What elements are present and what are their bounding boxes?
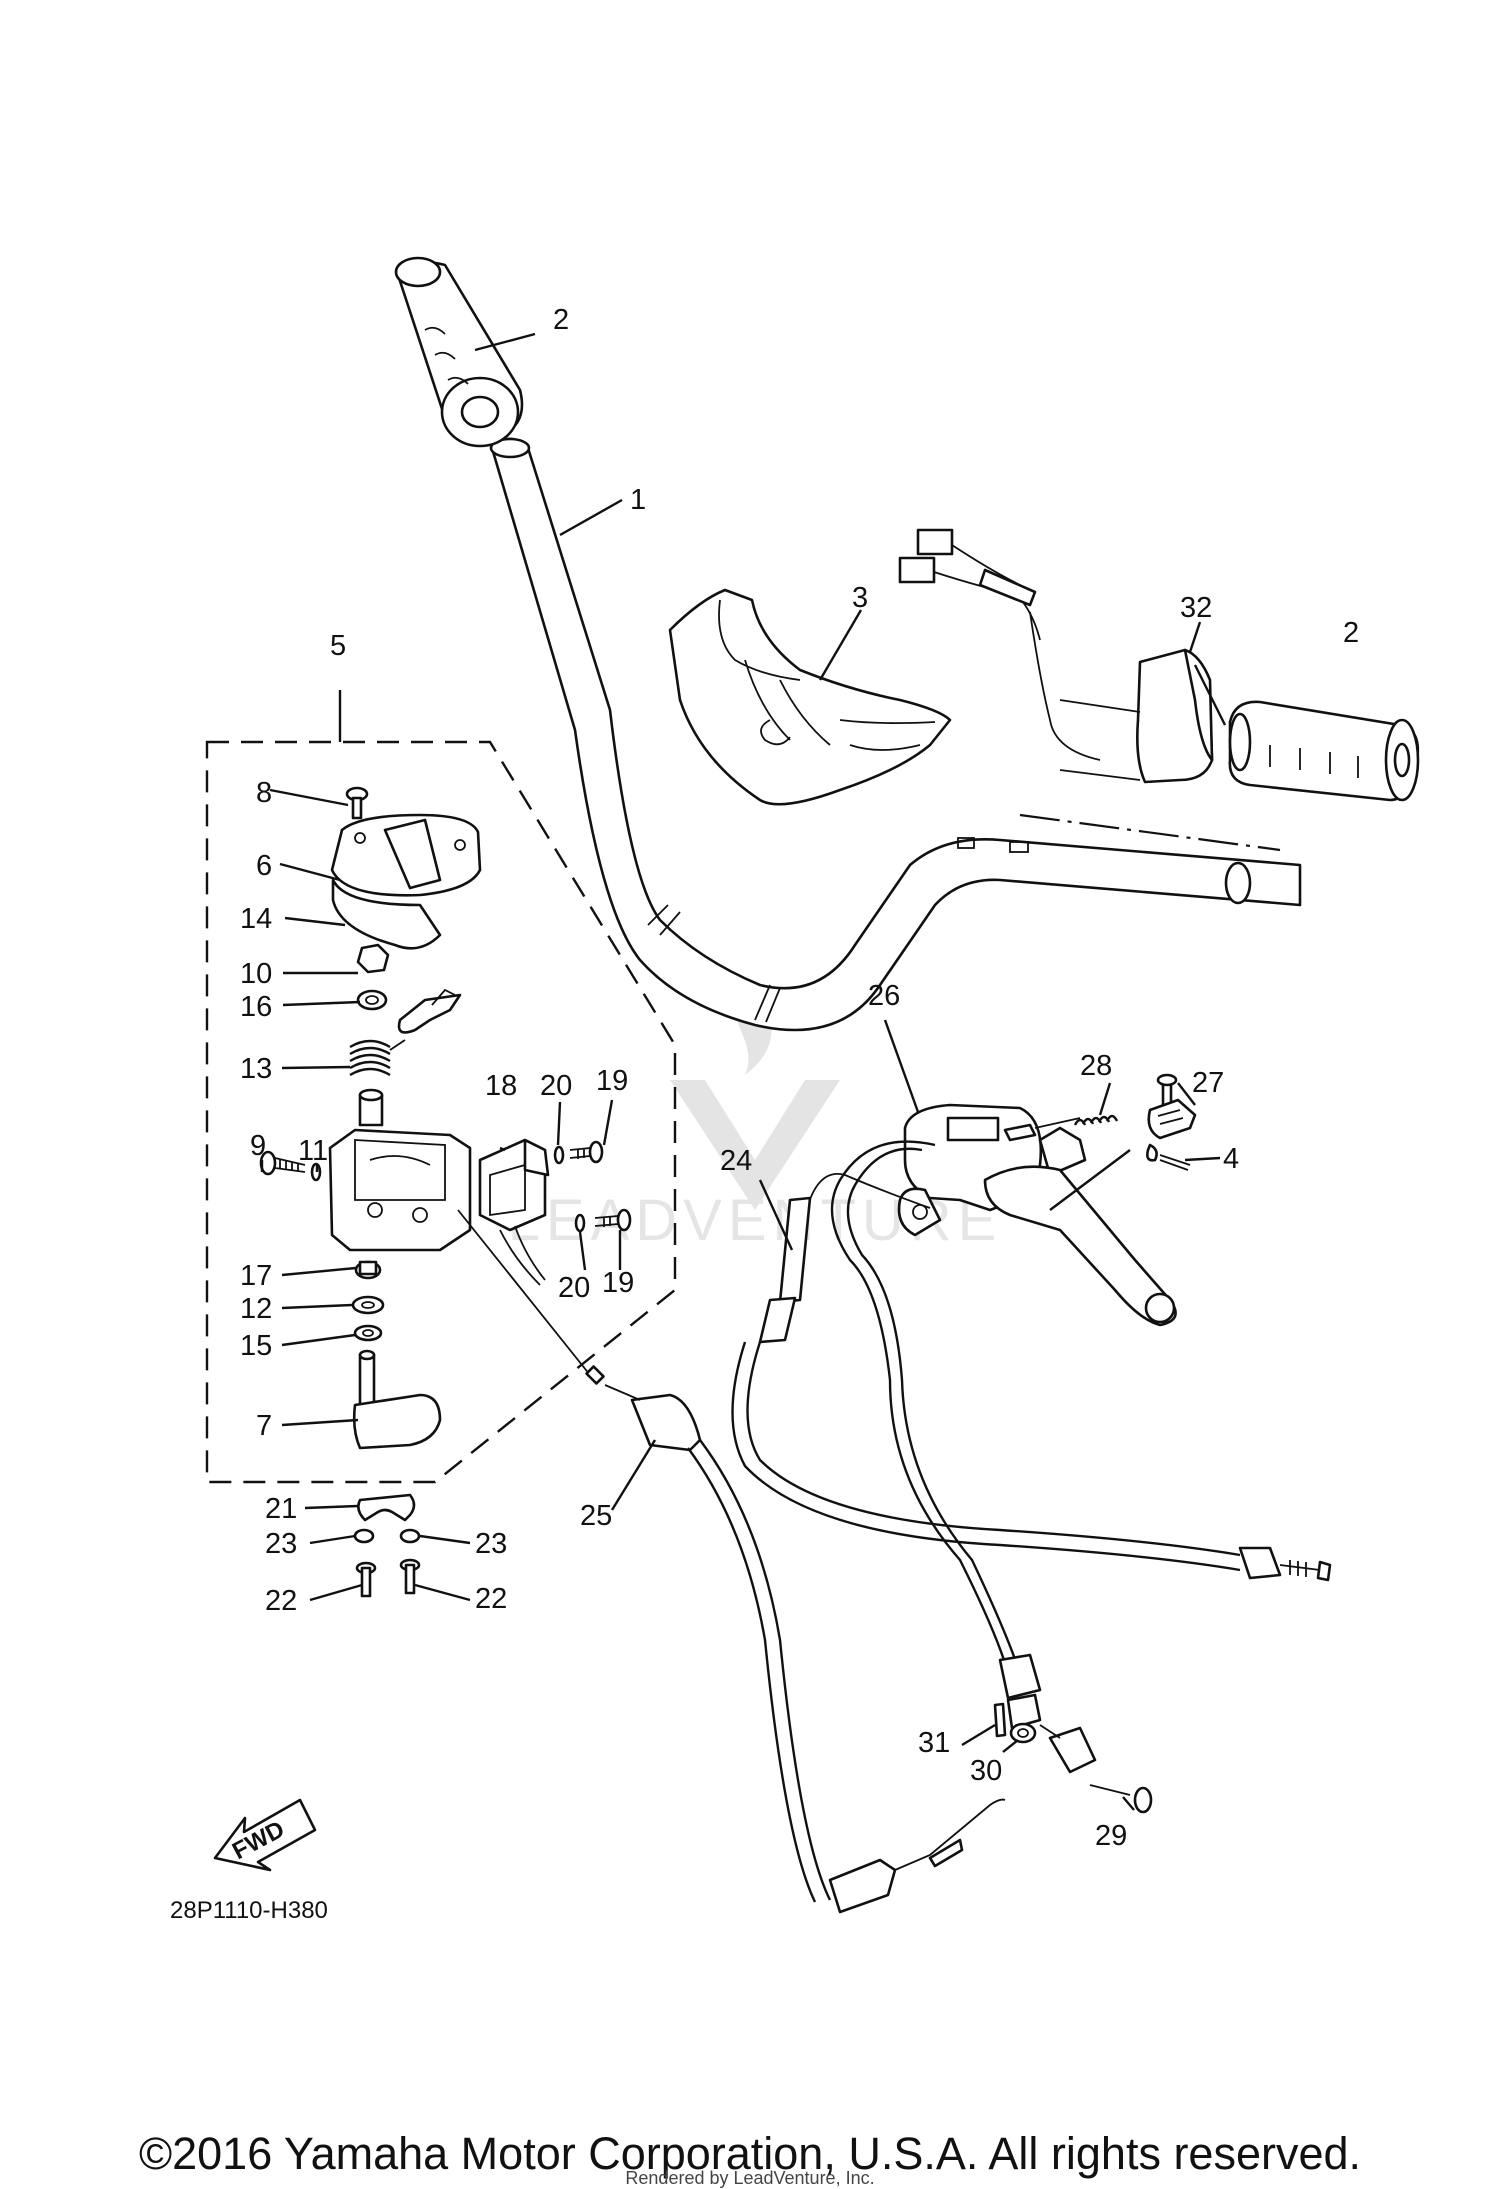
upper-case	[330, 813, 482, 950]
fwd-arrow: FWD	[213, 1798, 317, 1872]
spring-13	[349, 1039, 406, 1077]
handlebar-cover	[668, 588, 952, 806]
screw-19-upper	[569, 1140, 604, 1164]
washer-16	[356, 989, 388, 1011]
throttle-housing	[1029, 611, 1214, 784]
callout-29: 29	[1095, 1820, 1127, 1852]
grip-right	[1228, 700, 1420, 802]
callout-22-left: 22	[265, 1585, 297, 1617]
cable-24	[731, 1173, 1332, 1582]
bushing-17	[354, 1260, 382, 1280]
washer-23-right	[399, 1528, 421, 1544]
callout-12: 12	[240, 1293, 272, 1325]
callout-24: 24	[720, 1145, 752, 1177]
callout-8: 8	[256, 777, 272, 809]
brake-lever	[983, 1165, 1177, 1327]
spring-28	[1073, 1114, 1119, 1126]
callout-11: 11	[298, 1135, 328, 1167]
handlebar	[489, 437, 1302, 1032]
callout-28: 28	[1080, 1050, 1112, 1082]
callout-20-lower: 20	[558, 1272, 590, 1304]
nut-10	[356, 943, 390, 974]
callout-14: 14	[240, 903, 272, 935]
grip-left	[394, 256, 524, 448]
cable-25	[457, 1209, 1006, 1914]
lever-7	[352, 1349, 442, 1450]
washer-15	[353, 1324, 383, 1342]
washer-20-upper	[553, 1145, 565, 1165]
copyright-notice: ©2016 Yamaha Motor Corporation, U.S.A. A…	[138, 2128, 1362, 2179]
callout-22-right: 22	[475, 1583, 507, 1615]
callout-7: 7	[256, 1410, 272, 1442]
leader-lines	[260, 332, 1227, 1811]
switch-assembly-boundary	[205, 740, 677, 1484]
collar	[358, 1088, 384, 1127]
adjuster-27	[1147, 1098, 1197, 1140]
callout-6: 6	[256, 850, 272, 882]
callout-2-right: 2	[1343, 617, 1359, 649]
lower-case	[328, 1128, 472, 1252]
callout-27: 27	[1192, 1067, 1224, 1099]
washer-23-left	[353, 1528, 375, 1544]
callout-26: 26	[868, 980, 900, 1012]
callout-10: 10	[240, 958, 272, 990]
callout-20-upper: 20	[540, 1070, 572, 1102]
washer-12	[351, 1295, 385, 1315]
washer-20-lower	[574, 1213, 586, 1233]
callout-2-left: 2	[553, 304, 569, 336]
bolt-29	[1089, 1784, 1153, 1814]
pin-31	[993, 1702, 1007, 1738]
diagram-code: 28P1110-H380	[170, 1897, 328, 1924]
screw-8	[345, 786, 369, 820]
callout-19-lower: 19	[602, 1267, 634, 1299]
callout-numbers: 2 1 3 32 2 5 8 6 14 10 16 13 9 11 18 20 …	[240, 304, 1359, 1852]
switch-connectors	[898, 528, 1041, 641]
callout-25: 25	[580, 1500, 612, 1532]
holder-21	[357, 1493, 416, 1522]
callout-32: 32	[1180, 592, 1212, 624]
washer-30	[1009, 1722, 1037, 1744]
callout-9: 9	[250, 1130, 266, 1162]
callout-16: 16	[240, 991, 272, 1023]
callout-3: 3	[852, 582, 868, 614]
callout-30: 30	[970, 1755, 1002, 1787]
callout-18: 18	[485, 1070, 517, 1102]
callout-15: 15	[240, 1330, 272, 1362]
switch-18	[478, 1138, 550, 1286]
screw-22-right	[399, 1558, 421, 1595]
callout-4: 4	[1223, 1143, 1239, 1175]
callout-31: 31	[918, 1727, 950, 1759]
callout-19-upper: 19	[596, 1065, 628, 1097]
callout-23-left: 23	[265, 1528, 297, 1560]
cotter-pin-4	[1146, 1143, 1191, 1171]
screw-22-left	[355, 1561, 377, 1598]
callout-23-right: 23	[475, 1528, 507, 1560]
contact-plate	[397, 988, 462, 1034]
cable-26	[830, 1117, 1081, 1730]
callout-13: 13	[240, 1053, 272, 1085]
callout-5: 5	[330, 630, 346, 662]
callout-21: 21	[265, 1493, 297, 1525]
callout-17: 17	[240, 1260, 272, 1292]
rendered-by-credit: Rendered by LeadVenture, Inc.	[625, 2168, 875, 2188]
clevis	[1039, 1724, 1097, 1774]
screw-19-lower	[594, 1208, 632, 1232]
callout-1: 1	[630, 484, 646, 516]
